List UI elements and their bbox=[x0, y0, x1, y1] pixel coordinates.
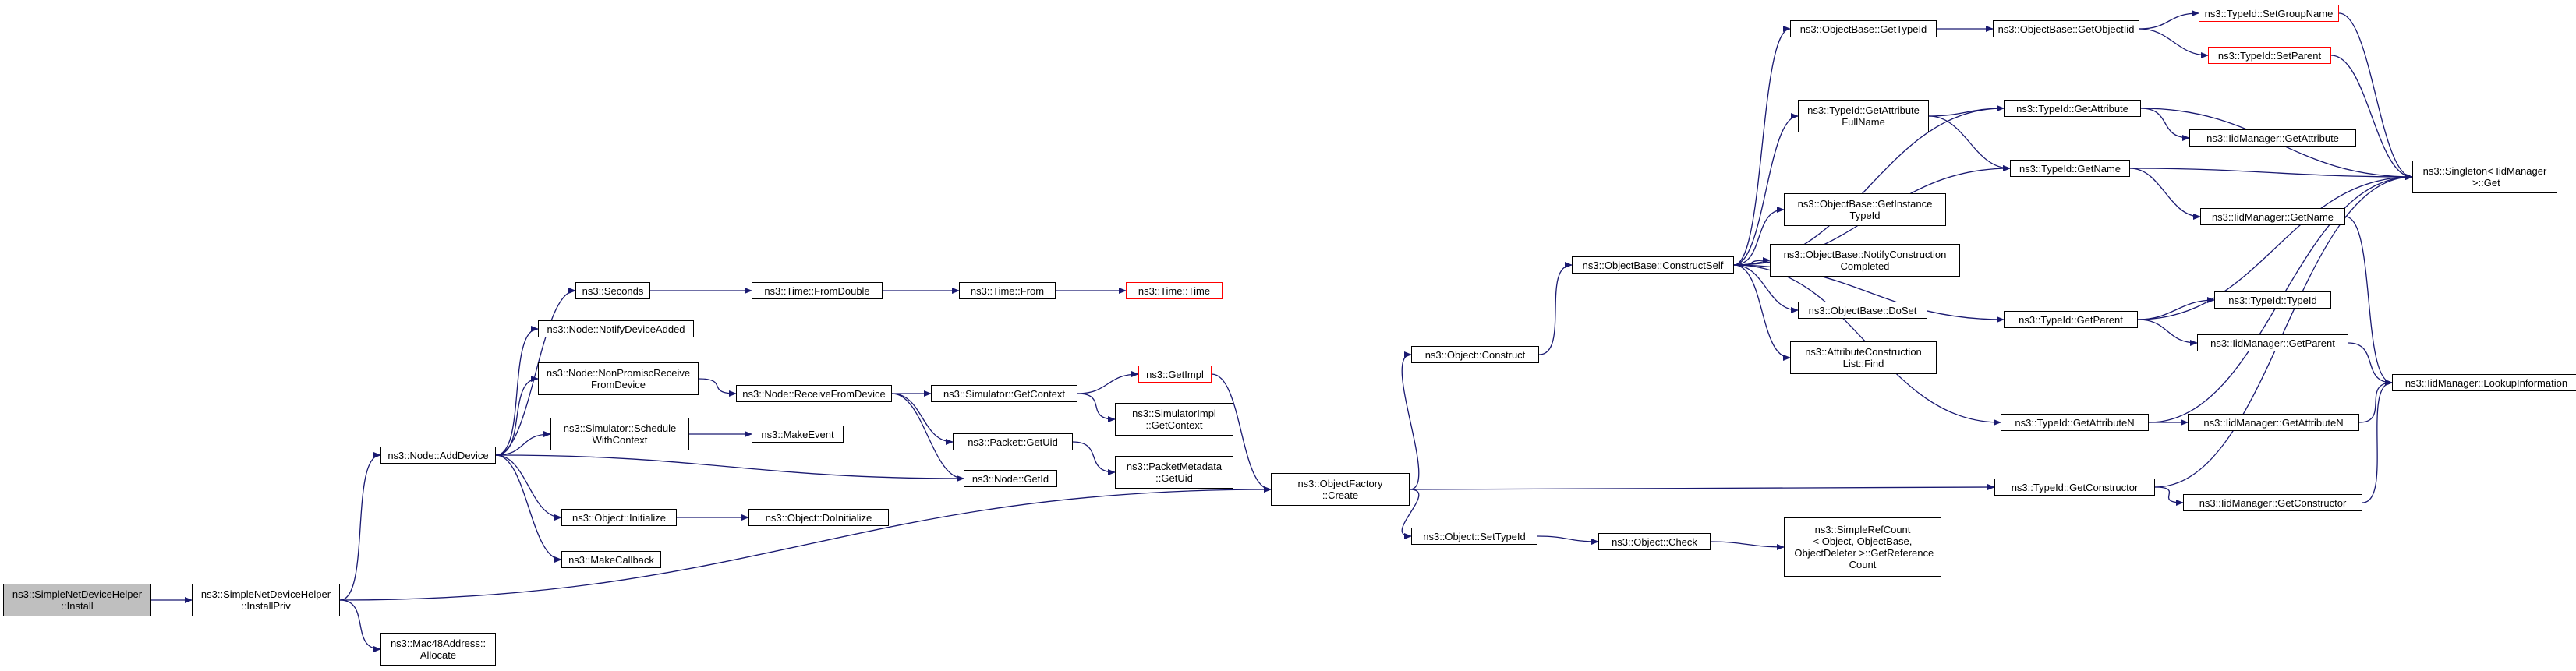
graph-node-getuid[interactable]: ns3::Packet::GetUid bbox=[953, 433, 1073, 450]
graph-edge-adddevice-to-makecallback bbox=[495, 454, 562, 563]
graph-edge-getparent-to-iidgetparent bbox=[2137, 319, 2198, 346]
graph-node-getattributen[interactable]: ns3::TypeId::GetAttributeN bbox=[2001, 414, 2149, 431]
graph-edge-installpriv-to-factorycreate bbox=[339, 486, 1272, 601]
graph-edge-factorycreate-to-settypeid bbox=[1401, 489, 1420, 539]
graph-node-check[interactable]: ns3::Object::Check bbox=[1598, 533, 1711, 550]
graph-edge-getconstructor-to-singletonget bbox=[2154, 174, 2413, 488]
graph-node-mac48[interactable]: ns3::Mac48Address:: Allocate bbox=[380, 633, 496, 666]
graph-node-nonpromisc[interactable]: ns3::Node::NonPromiscReceive FromDevice bbox=[538, 362, 699, 395]
graph-edge-nonpromisc-to-receivefromdevice bbox=[698, 378, 737, 397]
graph-edge-adddevice-to-notifydeviceadded bbox=[495, 326, 539, 456]
graph-edge-getobjectiid-to-setparent bbox=[2139, 28, 2209, 58]
graph-edge-settypeid-to-check bbox=[1537, 535, 1599, 545]
graph-edge-getobjectiid-to-setgroupname bbox=[2139, 10, 2199, 30]
graph-edge-getconstructor-to-iidgetconstructor bbox=[2154, 486, 2184, 506]
graph-node-refcount[interactable]: ns3::SimpleRefCount < Object, ObjectBase… bbox=[1784, 517, 1941, 577]
graph-node-getattrfullname[interactable]: ns3::TypeId::GetAttribute FullName bbox=[1798, 100, 1929, 132]
graph-node-metagetuid[interactable]: ns3::PacketMetadata ::GetUid bbox=[1115, 456, 1233, 489]
graph-edge-construct-to-constructself bbox=[1538, 262, 1573, 355]
graph-edge-receivefromdevice-to-nodegetid bbox=[891, 393, 964, 482]
graph-node-makecallback[interactable]: ns3::MakeCallback bbox=[561, 551, 661, 568]
graph-edge-getuid-to-metagetuid bbox=[1072, 441, 1116, 475]
graph-edge-getimpl-to-factorycreate bbox=[1211, 373, 1272, 493]
graph-edge-constructself-to-getattrfullname bbox=[1733, 113, 1799, 266]
graph-node-getparent[interactable]: ns3::TypeId::GetParent bbox=[2004, 311, 2138, 328]
graph-edge-iidgetattributen-to-lookupinfo bbox=[2358, 380, 2393, 423]
graph-edge-iidgetparent-to-lookupinfo bbox=[2348, 342, 2393, 386]
graph-node-schedulewithcontext[interactable]: ns3::Simulator::Schedule WithContext bbox=[550, 418, 689, 450]
graph-node-timefrom[interactable]: ns3::Time::From bbox=[959, 282, 1056, 299]
graph-edge-factorycreate-to-getconstructor bbox=[1409, 484, 1995, 491]
graph-edge-getattrfullname-to-getname bbox=[1928, 115, 2011, 171]
graph-node-iidgetattributen[interactable]: ns3::IidManager::GetAttributeN bbox=[2188, 414, 2359, 431]
graph-node-settypeid[interactable]: ns3::Object::SetTypeId bbox=[1411, 528, 1537, 545]
graph-edge-getcontext-to-getimpl bbox=[1077, 371, 1139, 394]
graph-node-construct[interactable]: ns3::Object::Construct bbox=[1411, 346, 1539, 363]
graph-edge-adddevice-to-seconds bbox=[495, 288, 576, 456]
graph-edge-getparent-to-typeidctor bbox=[2137, 297, 2215, 320]
graph-node-constructself[interactable]: ns3::ObjectBase::ConstructSelf bbox=[1572, 256, 1734, 274]
graph-node-lookupinfo[interactable]: ns3::IidManager::LookupInformation bbox=[2392, 374, 2576, 391]
graph-node-notifydeviceadded[interactable]: ns3::Node::NotifyDeviceAdded bbox=[538, 320, 694, 337]
graph-node-iidgetattribute[interactable]: ns3::IidManager::GetAttribute bbox=[2189, 129, 2356, 147]
graph-node-getname[interactable]: ns3::TypeId::GetName bbox=[2010, 160, 2130, 177]
graph-edge-setgroupname-to-singletonget bbox=[2338, 12, 2413, 180]
graph-node-getinstancetypeid[interactable]: ns3::ObjectBase::GetInstance TypeId bbox=[1784, 193, 1946, 226]
graph-node-factorycreate[interactable]: ns3::ObjectFactory ::Create bbox=[1271, 473, 1410, 506]
graph-node-makeevent[interactable]: ns3::MakeEvent bbox=[752, 426, 844, 443]
graph-node-getimpl[interactable]: ns3::GetImpl bbox=[1138, 366, 1212, 383]
graph-node-iidgetname[interactable]: ns3::IidManager::GetName bbox=[2200, 208, 2345, 225]
graph-node-adddevice[interactable]: ns3::Node::AddDevice bbox=[380, 447, 496, 464]
graph-node-seconds[interactable]: ns3::Seconds bbox=[575, 282, 650, 299]
graph-edge-adddevice-to-nonpromisc bbox=[495, 376, 539, 456]
graph-edge-iidgetname-to-lookupinfo bbox=[2344, 216, 2393, 386]
graph-edge-iidgetconstructor-to-lookupinfo bbox=[2362, 380, 2393, 503]
graph-node-notifyconstruction[interactable]: ns3::ObjectBase::NotifyConstruction Comp… bbox=[1770, 244, 1960, 277]
graph-node-fromdouble[interactable]: ns3::Time::FromDouble bbox=[752, 282, 883, 299]
graph-edge-installpriv-to-mac48 bbox=[339, 599, 381, 652]
graph-edge-adddevice-to-nodegetid bbox=[495, 454, 964, 482]
graph-node-getcontext[interactable]: ns3::Simulator::GetContext bbox=[931, 385, 1077, 402]
graph-node-nodegetid[interactable]: ns3::Node::GetId bbox=[964, 470, 1057, 487]
graph-edge-constructself-to-getinstancetypeid bbox=[1733, 207, 1785, 266]
graph-edge-adddevice-to-objinitialize bbox=[495, 454, 562, 521]
graph-node-receivefromdevice[interactable]: ns3::Node::ReceiveFromDevice bbox=[736, 385, 892, 402]
graph-node-attrlistfind[interactable]: ns3::AttributeConstruction List::Find bbox=[1790, 341, 1937, 374]
graph-edge-check-to-refcount bbox=[1710, 541, 1785, 550]
graph-node-obgettypeid[interactable]: ns3::ObjectBase::GetTypeId bbox=[1790, 20, 1937, 37]
graph-node-objinitialize[interactable]: ns3::Object::Initialize bbox=[561, 509, 677, 526]
graph-node-timetime[interactable]: ns3::Time::Time bbox=[1126, 282, 1223, 299]
graph-node-setgroupname[interactable]: ns3::TypeId::SetGroupName bbox=[2199, 5, 2339, 22]
graph-edge-getname-to-iidgetname bbox=[2129, 168, 2201, 220]
graph-edge-factorycreate-to-construct bbox=[1401, 351, 1420, 490]
graph-node-typeidctor[interactable]: ns3::TypeId::TypeId bbox=[2214, 291, 2331, 309]
graph-node-getconstructor[interactable]: ns3::TypeId::GetConstructor bbox=[1994, 479, 2155, 496]
graph-edge-getparent-to-singletonget bbox=[2137, 174, 2413, 320]
graph-edge-constructself-to-obgettypeid bbox=[1733, 26, 1791, 266]
graph-node-iidgetparent[interactable]: ns3::IidManager::GetParent bbox=[2197, 334, 2348, 351]
graph-node-iidgetconstructor[interactable]: ns3::IidManager::GetConstructor bbox=[2183, 494, 2362, 511]
graph-node-setparent[interactable]: ns3::TypeId::SetParent bbox=[2208, 47, 2331, 64]
graph-edge-installpriv-to-adddevice bbox=[339, 452, 381, 601]
graph-edge-constructself-to-attrlistfind bbox=[1733, 264, 1791, 361]
graph-node-getobjectiid[interactable]: ns3::ObjectBase::GetObjectIid bbox=[1993, 20, 2139, 37]
graph-edge-getcontext-to-implgetcontext bbox=[1077, 393, 1116, 422]
graph-edge-getattrfullname-to-getattribute bbox=[1928, 105, 2005, 117]
graph-node-doset[interactable]: ns3::ObjectBase::DoSet bbox=[1798, 302, 1927, 319]
graph-node-installpriv[interactable]: ns3::SimpleNetDeviceHelper ::InstallPriv bbox=[192, 584, 340, 616]
graph-edge-receivefromdevice-to-getuid bbox=[891, 393, 954, 445]
graph-node-doinitialize[interactable]: ns3::Object::DoInitialize bbox=[748, 509, 889, 526]
graph-node-getattribute[interactable]: ns3::TypeId::GetAttribute bbox=[2004, 100, 2141, 117]
graph-node-install: ns3::SimpleNetDeviceHelper ::Install bbox=[3, 584, 151, 616]
graph-edge-getattribute-to-iidgetattribute bbox=[2140, 108, 2190, 141]
graph-edge-setparent-to-singletonget bbox=[2330, 55, 2413, 180]
graph-edge-getname-to-singletonget bbox=[2129, 168, 2413, 180]
graph-edge-constructself-to-doset bbox=[1733, 264, 1799, 313]
graph-node-implgetcontext[interactable]: ns3::SimulatorImpl ::GetContext bbox=[1115, 403, 1233, 436]
graph-edge-adddevice-to-schedulewithcontext bbox=[495, 431, 551, 456]
graph-node-singletonget[interactable]: ns3::Singleton< IidManager >::Get bbox=[2412, 161, 2557, 193]
